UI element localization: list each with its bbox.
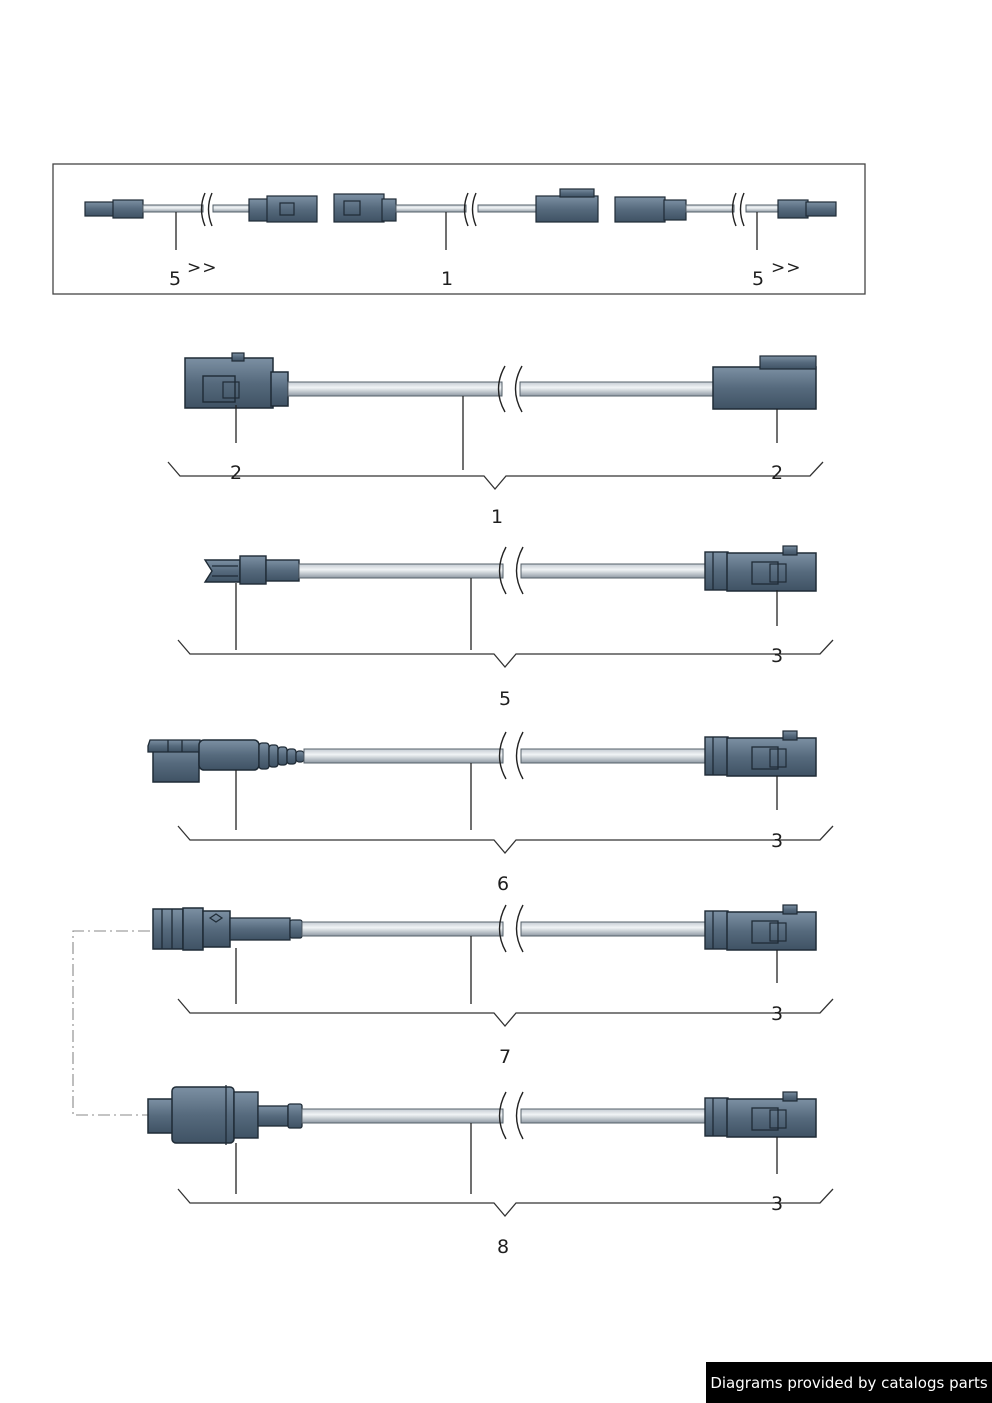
assembly-8-brace: [177, 1188, 834, 1218]
overview-arrow-left: >>: [187, 258, 218, 278]
assembly-8: 3 8: [147, 1085, 834, 1258]
overview-callout-center: 1: [441, 268, 453, 290]
assembly-6: 3 6: [147, 730, 834, 895]
assembly-8-right-callout: 3: [771, 1193, 783, 1215]
overview-callout-right: 5: [752, 268, 764, 290]
assembly-7-number: 7: [499, 1046, 511, 1068]
overview-frame: [52, 163, 866, 295]
overview-cable-right: [614, 192, 837, 250]
assembly-8-break: [498, 1091, 524, 1140]
assembly-1-brace: [167, 461, 824, 491]
assembly-6-brace: [177, 825, 834, 855]
assembly-5: 3 5: [177, 545, 834, 710]
assembly-6-break: [498, 731, 524, 780]
assembly-5-break: [498, 546, 524, 595]
assembly-5-right-callout: 3: [771, 645, 783, 667]
assembly-1-right-callout: 2: [771, 462, 783, 484]
overview-cable-left: [84, 192, 318, 250]
assembly-5-number: 5: [499, 688, 511, 710]
assembly-6-number: 6: [497, 873, 509, 895]
assembly-7-left-connector: [152, 907, 303, 951]
overview-cable-center: [333, 188, 599, 250]
overview-box: 5 >> 1 5 >>: [52, 163, 866, 295]
assembly-1-number: 1: [491, 506, 503, 528]
assembly-7-break: [498, 904, 524, 953]
assembly-5-right-connector: [704, 545, 817, 592]
assembly-7-brace: [177, 998, 834, 1028]
assembly-6-right-connector: [704, 730, 817, 777]
assembly-1-break: [497, 365, 523, 413]
alternative-link-line: [72, 930, 150, 1116]
assembly-7-right-callout: 3: [771, 1003, 783, 1025]
assembly-5-left-terminal: [203, 555, 300, 585]
credit-banner: Diagrams provided by catalogs parts: [706, 1362, 992, 1403]
assembly-1-left-callout: 2: [230, 462, 242, 484]
assembly-8-number: 8: [497, 1236, 509, 1258]
assembly-1: 2 2 1: [167, 352, 824, 528]
assembly-5-brace: [177, 639, 834, 669]
assembly-8-left-connector: [147, 1085, 303, 1145]
assembly-1-right-connector: [712, 355, 817, 410]
assembly-7: 3 7: [152, 904, 834, 1068]
assembly-7-right-connector: [704, 904, 817, 951]
assembly-6-left-connector: [147, 739, 305, 783]
assembly-6-right-callout: 3: [771, 830, 783, 852]
overview-arrow-right: >>: [771, 258, 802, 278]
overview-callout-left: 5: [169, 268, 181, 290]
assembly-1-left-connector: [184, 352, 289, 409]
assembly-8-right-connector: [704, 1091, 817, 1138]
